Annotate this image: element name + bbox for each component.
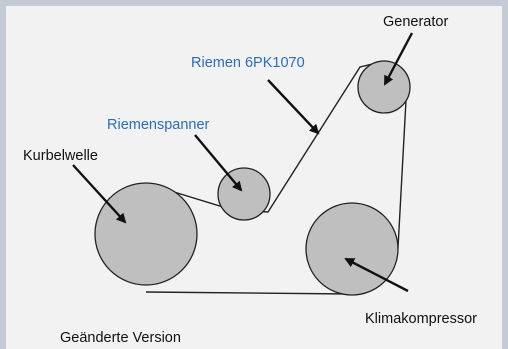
ac-compressor-arrow xyxy=(344,257,409,293)
crankshaft-label: Kurbelwelle xyxy=(23,148,98,164)
generator-label: Generator xyxy=(383,14,449,30)
tensioner-label: Riemenspanner xyxy=(107,117,210,133)
ac-compressor-pulley xyxy=(305,202,399,296)
belt-arrow xyxy=(267,79,320,135)
crankshaft-pulley xyxy=(94,182,198,286)
version-note: Geänderte Version xyxy=(60,330,181,346)
tensioner-arrow xyxy=(194,134,243,192)
belt-label: Riemen 6PK1070 xyxy=(191,55,305,71)
ac-compressor-label: Klimakompressor xyxy=(365,311,477,327)
crankshaft-arrow xyxy=(72,164,127,224)
generator-pulley xyxy=(357,60,411,114)
generator-arrow xyxy=(383,32,414,86)
tensioner-pulley xyxy=(217,167,271,221)
